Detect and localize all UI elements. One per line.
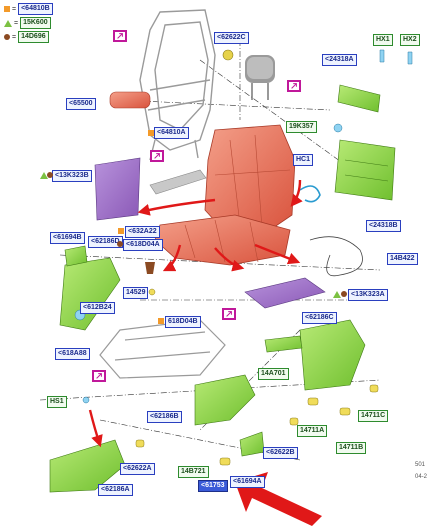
side-shield-62186c	[299, 319, 366, 391]
label-618d04a[interactable]: <618D04A	[123, 239, 163, 251]
clip-hs1	[82, 396, 90, 404]
trim-61694a	[239, 431, 265, 457]
armrest-cover	[149, 169, 207, 195]
legend-eq: =	[12, 33, 17, 41]
label-hc1[interactable]: HC1	[293, 154, 314, 166]
label-62186c[interactable]: <62186C	[302, 312, 337, 324]
legend-eq: =	[12, 5, 17, 13]
label-24318b[interactable]: <24318B	[366, 220, 401, 232]
trim-61694b	[64, 245, 88, 267]
seat-pad-13k323a	[244, 277, 326, 309]
label-612b24[interactable]: <612B24	[80, 302, 115, 314]
legend-row-circle: = 14D696	[4, 31, 49, 43]
legend-row-square: = <64810B	[4, 3, 53, 15]
label-14a701[interactable]: 14A701	[258, 368, 289, 380]
square-icon	[158, 318, 164, 324]
panel-24318b	[334, 139, 396, 201]
label-62186b[interactable]: <62186B	[147, 411, 182, 423]
label-14b721[interactable]: 14B721	[178, 466, 209, 478]
label-632a22[interactable]: <632A22	[125, 226, 160, 238]
circle-icon	[4, 34, 10, 40]
square-icon	[118, 228, 124, 234]
callout-arrow-icon	[222, 308, 236, 320]
side-shield-62186d	[59, 257, 121, 331]
clips-hx	[379, 49, 413, 65]
label-14529[interactable]: 14529	[123, 287, 149, 299]
label-hx1[interactable]: HX1	[373, 34, 393, 46]
headrest	[245, 55, 275, 100]
back-panel-13k323b	[94, 157, 141, 221]
label-618d04b[interactable]: 618D04B	[165, 316, 201, 328]
label-61694a[interactable]: <61694A	[230, 476, 265, 488]
label-13k323a[interactable]: <13K323A	[348, 289, 388, 301]
label-24318a[interactable]: <24318A	[322, 54, 357, 66]
corner-code-1: 501	[415, 462, 426, 468]
legend-row-triangle: = 15K600	[4, 17, 51, 29]
label-618a88[interactable]: <618A88	[55, 348, 90, 360]
lumbar-pad	[109, 91, 151, 109]
label-61694b[interactable]: <61694B	[50, 232, 85, 244]
corner-code-2: 04-2	[415, 474, 427, 480]
clip-62622c	[222, 49, 234, 61]
legend-label-14d696: 14D696	[18, 31, 49, 43]
label-64810a[interactable]: <64810A	[154, 127, 189, 139]
label-14b422[interactable]: 14B422	[387, 253, 418, 265]
label-hx2[interactable]: HX2	[400, 34, 420, 46]
clips-yellow	[135, 288, 379, 466]
triangle-icon	[333, 291, 341, 298]
trim-14a701	[264, 335, 303, 353]
label-62622b[interactable]: <62622B	[263, 447, 298, 459]
label-62186a[interactable]: <62186A	[98, 484, 133, 496]
label-65500[interactable]: <65500	[66, 98, 96, 110]
label-61753-highlighted[interactable]: <61753	[198, 480, 228, 492]
circle-icon	[117, 241, 123, 247]
circle-icon	[47, 172, 53, 178]
legend-eq: =	[14, 19, 19, 27]
seat-frame	[99, 319, 226, 379]
label-62622a[interactable]: <62622A	[120, 463, 155, 475]
red-arrows	[88, 179, 303, 448]
square-icon	[4, 6, 10, 12]
label-19k357[interactable]: 19K357	[286, 121, 317, 133]
label-14711c[interactable]: 14711C	[358, 410, 389, 422]
label-13k323b[interactable]: <13K323B	[52, 170, 92, 182]
callout-arrow-icon	[113, 30, 127, 42]
triangle-icon	[4, 19, 12, 27]
bracket-24318a	[337, 84, 381, 113]
label-hs1[interactable]: HS1	[47, 396, 67, 408]
legend-label-15k600: 15K600	[20, 17, 51, 29]
clip-19k357	[333, 123, 343, 133]
square-icon	[148, 130, 154, 136]
side-shield-62186b	[194, 374, 256, 426]
screw-brown	[145, 262, 155, 274]
side-shield-62186a	[49, 439, 126, 493]
callout-arrow-icon	[287, 80, 301, 92]
wire-hc1	[299, 185, 321, 203]
legend-label-64810b: <64810B	[18, 3, 53, 15]
label-14711b[interactable]: 14711B	[336, 442, 367, 454]
label-14711a[interactable]: 14711A	[297, 425, 328, 437]
harness-14b422	[309, 236, 363, 277]
seat-back-cushion	[204, 124, 296, 233]
label-62622c[interactable]: <62622C	[214, 32, 249, 44]
triangle-icon	[40, 172, 48, 179]
circle-icon	[341, 291, 347, 297]
callout-arrow-icon	[92, 370, 106, 382]
callout-arrow-icon	[150, 150, 164, 162]
